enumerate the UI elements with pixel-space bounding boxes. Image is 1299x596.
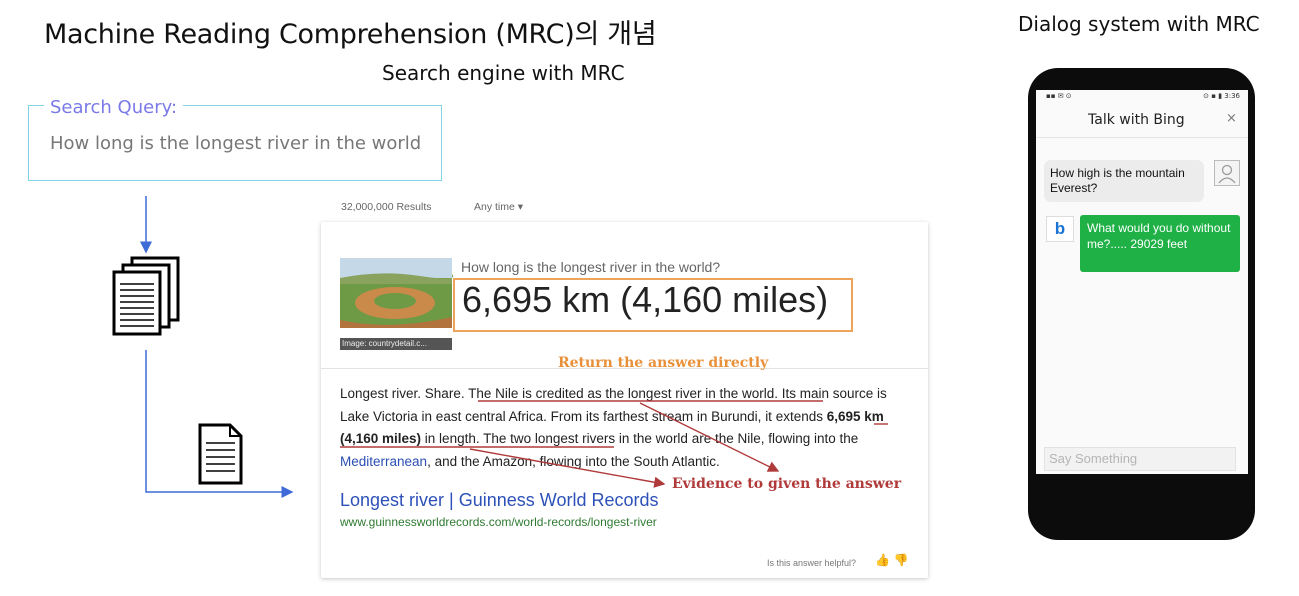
results-count: 32,000,000 Results bbox=[341, 201, 432, 213]
answer-highlight-box bbox=[453, 278, 853, 332]
return-answer-label: Return the answer directly bbox=[558, 355, 769, 371]
passage-text: The two longest rivers in the world are … bbox=[479, 431, 859, 447]
card-question: How long is the longest river in the wor… bbox=[461, 259, 721, 275]
search-query-box bbox=[28, 105, 442, 181]
passage-text: Longest river. Share. bbox=[340, 386, 469, 401]
evidence-label: Evidence to given the answer bbox=[672, 476, 902, 492]
evidence-arrow bbox=[639, 402, 780, 472]
passage-evidence-end: in length. bbox=[421, 431, 480, 447]
helpful-prompt: Is this answer helpful? bbox=[767, 558, 857, 568]
river-photo bbox=[340, 258, 454, 328]
passage-evidence-start: it extends bbox=[765, 408, 827, 424]
user-message-bubble: How high is the mountain Everest? bbox=[1044, 160, 1204, 202]
dialog-section-title: Dialog system with MRC bbox=[1018, 12, 1260, 36]
status-icons-left: ▪▪ ✉ ⊙ bbox=[1046, 92, 1072, 100]
page-title: Machine Reading Comprehension (MRC)의 개념 bbox=[44, 19, 657, 50]
document-icon bbox=[198, 423, 243, 485]
time-filter-dropdown[interactable]: Any time ▾ bbox=[474, 201, 524, 213]
status-icons-right: ⊙ ▪ ▮ 3:36 bbox=[1203, 92, 1240, 100]
close-icon[interactable]: × bbox=[1226, 111, 1237, 126]
chat-input[interactable]: Say Something bbox=[1044, 447, 1236, 471]
bing-logo-icon: b bbox=[1046, 216, 1074, 242]
search-query-text: How long is the longest river in the wor… bbox=[50, 133, 422, 154]
chat-header bbox=[1036, 104, 1248, 138]
documents-stack-icon bbox=[112, 256, 180, 336]
passage-text: , and the Amazon, flowing into the South… bbox=[427, 454, 720, 470]
mediterranean-link[interactable]: Mediterranean bbox=[340, 454, 428, 470]
bot-message-bubble: What would you do without me?..... 29029… bbox=[1080, 215, 1240, 272]
passage-evidence-sentence: The Nile is credited as the longest rive… bbox=[468, 386, 778, 401]
evidence-arrow bbox=[469, 448, 666, 488]
search-section-title: Search engine with MRC bbox=[382, 61, 625, 85]
docs-to-results-arrow bbox=[145, 350, 294, 498]
result-link-url[interactable]: www.guinnessworldrecords.com/world-recor… bbox=[340, 515, 657, 529]
phone-status-bar: ▪▪ ✉ ⊙ ⊙ ▪ ▮ 3:36 bbox=[1036, 90, 1248, 104]
thumbs-feedback-icons[interactable]: 👍 👎 bbox=[875, 553, 909, 567]
evidence-passage: Longest river. Share. The Nile is credit… bbox=[340, 383, 915, 474]
passage-answer-span: 6,695 km (4,160 miles) bbox=[340, 408, 884, 447]
direct-answer: 6,695 km (4,160 miles) bbox=[462, 279, 829, 320]
image-caption: Image: countrydetail.c... bbox=[340, 338, 452, 350]
phone-screen bbox=[1036, 90, 1248, 474]
user-avatar-icon bbox=[1214, 160, 1240, 186]
chat-title: Talk with Bing bbox=[1088, 112, 1185, 128]
result-link-title[interactable]: Longest river | Guinness World Records bbox=[340, 490, 659, 510]
card-divider bbox=[321, 368, 928, 369]
search-query-label: Search Query: bbox=[44, 97, 184, 118]
passage-text: Its main source is Lake Victoria in east… bbox=[340, 386, 887, 424]
